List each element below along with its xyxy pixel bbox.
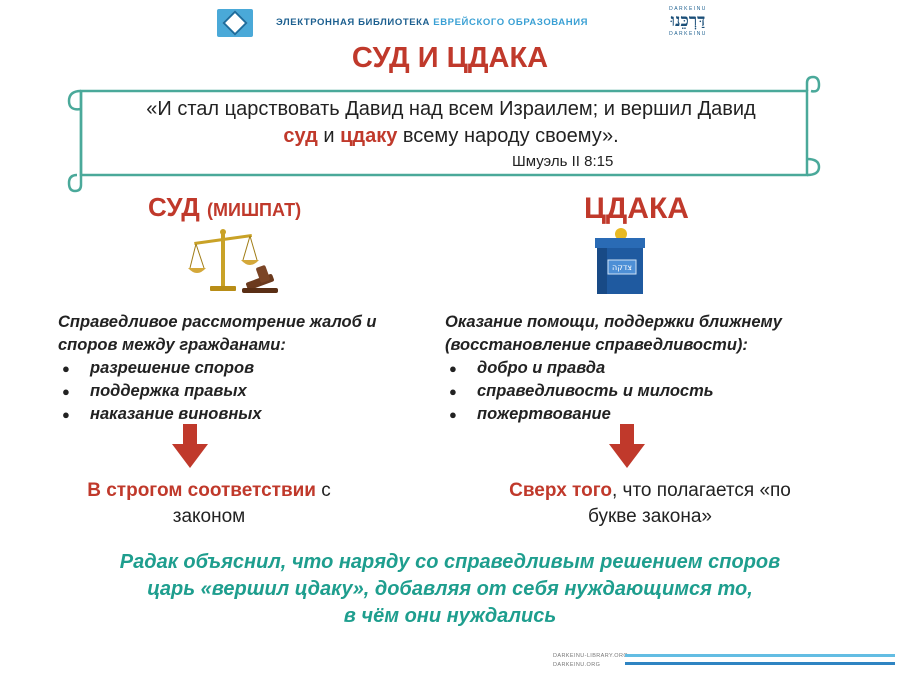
left-description: Справедливое рассмотрение жалоб и споров… xyxy=(58,313,377,354)
footer-link-site[interactable]: DARKEINU.ORG xyxy=(553,662,601,668)
brand-hebrew-text: דַּרְכֵּנוּ xyxy=(670,11,706,31)
list-item: разрешение споров xyxy=(58,357,438,380)
page-title: СУД И ЦДАКА xyxy=(351,42,549,74)
left-column-title: СУД (МИШПАТ) xyxy=(148,192,301,223)
quote-word-tzdaka: цдаку xyxy=(340,125,398,147)
list-item: наказание виновных xyxy=(58,403,438,426)
left-result: В строгом соответствии с законом xyxy=(50,478,368,530)
right-result: Сверх того, что полагается «по букве зак… xyxy=(466,478,834,530)
right-result-rest1: , что полагается «по xyxy=(611,480,791,501)
tzedakah-box-label: צדקה xyxy=(612,263,632,272)
brand-logo: DARKEINU דַּרְכֵּנוּ DARKEINU xyxy=(660,6,716,37)
quote-source: Шмуэль II 8:15 xyxy=(512,153,614,170)
conclusion-line3: в чём они нуждались xyxy=(343,605,557,627)
quote-part1: «И стал царствовать Давид над всем Израи… xyxy=(146,98,756,120)
scroll-frame-icon xyxy=(67,75,821,193)
footer-bar-light xyxy=(625,654,895,657)
quote-part2: всему народу своему». xyxy=(402,125,619,147)
left-result-highlight: В строгом соответствии xyxy=(87,480,316,501)
brand-bottom-text: DARKEINU xyxy=(669,31,707,37)
left-description-block: Справедливое рассмотрение жалоб и споров… xyxy=(58,311,438,426)
conclusion-line1: Радак объяснил, что наряду со справедлив… xyxy=(119,551,781,573)
list-item: справедливость и милость xyxy=(445,380,865,403)
conclusion-line2: царь «вершил цдаку», добавляя от себя ну… xyxy=(147,578,753,600)
tzedakah-box-icon: צדקה xyxy=(595,228,645,294)
right-column-title: ЦДАКА xyxy=(584,192,689,225)
quote-text: «И стал царствовать Давид над всем Израи… xyxy=(95,96,807,150)
left-title-main: СУД xyxy=(148,192,200,222)
footer-links: DARKEINU-LIBRARY.ORG DARKEINU.ORG xyxy=(553,652,628,670)
footer-bar-dark xyxy=(625,662,895,665)
down-arrow-icon xyxy=(609,424,645,468)
library-title-part1: ЭЛЕКТРОННАЯ БИБЛИОТЕКА xyxy=(276,17,431,28)
list-item: добро и правда xyxy=(445,357,865,380)
scales-and-gavel-icon xyxy=(188,229,278,293)
left-title-sub: (МИШПАТ) xyxy=(207,200,302,220)
quote-word-sud: суд xyxy=(283,125,318,147)
quote-scroll xyxy=(67,75,825,193)
footer-link-library[interactable]: DARKEINU-LIBRARY.ORG xyxy=(553,653,629,659)
left-result-rest1: с xyxy=(321,480,331,501)
right-description-block: Оказание помощи, поддержки ближнему (вос… xyxy=(445,311,865,426)
diamond-icon xyxy=(222,10,248,36)
down-arrow-icon xyxy=(172,424,208,468)
list-item: поддержка правых xyxy=(58,380,438,403)
conclusion-text: Радак объяснил, что наряду со справедлив… xyxy=(60,549,840,630)
right-result-highlight: Сверх того xyxy=(509,480,612,501)
right-bullet-list: добро и правда справедливость и милость … xyxy=(445,357,865,426)
brand-top-text: DARKEINU xyxy=(669,6,707,12)
list-item: пожертвование xyxy=(445,403,865,426)
library-logo xyxy=(217,9,253,37)
left-result-rest2: законом xyxy=(172,506,246,527)
library-title-part2: ЕВРЕЙСКОГО ОБРАЗОВАНИЯ xyxy=(433,17,589,28)
quote-conjunction: и xyxy=(323,125,335,147)
right-result-rest2: букве закона» xyxy=(587,506,712,527)
library-title: ЭЛЕКТРОННАЯ БИБЛИОТЕКА ЕВРЕЙСКОГО ОБРАЗО… xyxy=(276,17,588,28)
right-description: Оказание помощи, поддержки ближнему (вос… xyxy=(445,313,782,354)
left-bullet-list: разрешение споров поддержка правых наказ… xyxy=(58,357,438,426)
